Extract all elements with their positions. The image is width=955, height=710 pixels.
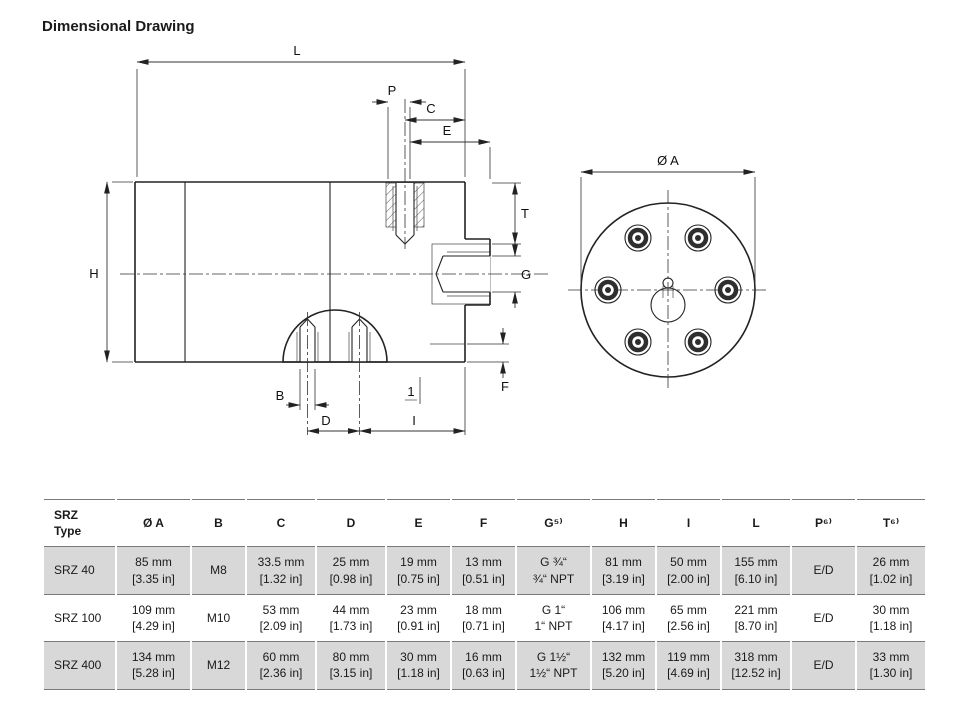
bolt [684,328,712,356]
col-header-p: P⁶⁾ [790,499,857,547]
cell-e: 23 mm [0.91 in] [385,594,452,642]
dim-label-b: B [276,388,285,403]
header-row: SRZ Type Ø A B C D E F G⁵⁾ H I L P⁶⁾ T⁶⁾ [42,499,927,547]
cell-l: 221 mm [8.70 in] [720,594,792,642]
cell-dia-a: 134 mm [5.28 in] [115,641,192,689]
body-outline [134,181,491,363]
cell-g: G ¾“ ¾“ NPT [515,546,592,595]
dim-label-c: C [426,101,435,116]
cell-c: 60 mm [2.36 in] [245,641,317,689]
table-body: SRZ 40 85 mm [3.35 in] M8 33.5 mm [1.32 … [42,546,927,689]
bolt [714,276,742,304]
bolt [624,224,652,252]
cell-t: 30 mm [1.18 in] [855,594,927,642]
bolt [684,224,712,252]
col-header-l: L [720,499,792,547]
table-header: SRZ Type Ø A B C D E F G⁵⁾ H I L P⁶⁾ T⁶⁾ [42,499,927,547]
cell-f: 18 mm [0.71 in] [450,594,517,642]
cell-i: 119 mm [4.69 in] [655,641,722,689]
col-header-c: C [245,499,317,547]
front-view: Ø A [568,153,768,390]
col-header-g: G⁵⁾ [515,499,592,547]
dim-label-t: T [521,206,529,221]
cell-b: M8 [190,546,247,595]
dim-label-l: L [293,43,300,58]
cell-h: 132 mm [5.20 in] [590,641,657,689]
col-header-srz-type: SRZ Type [42,499,117,547]
cell-f: 16 mm [0.63 in] [450,641,517,689]
dia-a-dimension: Ø A [580,153,756,284]
col-header-e: E [385,499,452,547]
dim-label-g: G [521,267,531,282]
cell-type: SRZ 100 [42,594,117,642]
table-row-srz-400: SRZ 400 134 mm [5.28 in] M12 60 mm [2.36… [42,641,927,689]
dim-label-d: D [321,413,330,428]
cell-g: G 1½“ 1½“ NPT [515,641,592,689]
cell-e: 30 mm [1.18 in] [385,641,452,689]
cell-d: 25 mm [0.98 in] [315,546,387,595]
cell-p: E/D [790,546,857,595]
datasheet-page: Dimensional Drawing [0,0,955,690]
table-row-srz-100: SRZ 100 109 mm [4.29 in] M10 53 mm [2.09… [42,594,927,642]
bolt [624,328,652,356]
side-view-dimensions: L P C E H [89,43,531,435]
dim-label-i: I [412,413,416,428]
dim-label-dia-a: Ø A [657,153,679,168]
col-header-t: T⁶⁾ [855,499,927,547]
dimension-table-wrap: SRZ Type Ø A B C D E F G⁵⁾ H I L P⁶⁾ T⁶⁾ [42,499,927,690]
cell-e: 19 mm [0.75 in] [385,546,452,595]
cell-c: 53 mm [2.09 in] [245,594,317,642]
table-row-srz-40: SRZ 40 85 mm [3.35 in] M8 33.5 mm [1.32 … [42,546,927,595]
dimension-table: SRZ Type Ø A B C D E F G⁵⁾ H I L P⁶⁾ T⁶⁾ [42,499,927,690]
cell-d: 44 mm [1.73 in] [315,594,387,642]
cell-type: SRZ 400 [42,641,117,689]
cell-b: M10 [190,594,247,642]
cell-type: SRZ 40 [42,546,117,595]
col-header-h: H [590,499,657,547]
cell-t: 26 mm [1.02 in] [855,546,927,595]
cell-i: 50 mm [2.00 in] [655,546,722,595]
dim-label-e: E [443,123,452,138]
title-block: Dimensional Drawing [0,0,955,35]
cell-l: 155 mm [6.10 in] [720,546,792,595]
col-header-f: F [450,499,517,547]
cell-h: 106 mm [4.17 in] [590,594,657,642]
cell-p: E/D [790,594,857,642]
cell-b: M12 [190,641,247,689]
dimensional-drawing: L P C E H [89,43,768,435]
dim-label-h: H [89,266,98,281]
cell-p: E/D [790,641,857,689]
cell-g: G 1“ 1“ NPT [515,594,592,642]
dim-label-f: F [501,379,509,394]
col-header-dia-a: Ø A [115,499,192,547]
cell-c: 33.5 mm [1.32 in] [245,546,317,595]
dim-label-p: P [388,83,397,98]
cell-dia-a: 85 mm [3.35 in] [115,546,192,595]
cell-t: 33 mm [1.30 in] [855,641,927,689]
bolt [594,276,622,304]
side-view-centerlines [120,99,548,435]
bottom-mounting-boss [282,309,388,363]
side-view: L P C E H [89,43,548,435]
col-header-b: B [190,499,247,547]
cell-d: 80 mm [3.15 in] [315,641,387,689]
col-header-d: D [315,499,387,547]
cell-h: 81 mm [3.19 in] [590,546,657,595]
callout-1-label: 1 [407,384,414,399]
cell-i: 65 mm [2.56 in] [655,594,722,642]
cell-f: 13 mm [0.51 in] [450,546,517,595]
cell-dia-a: 109 mm [4.29 in] [115,594,192,642]
bolt-circle [594,224,742,356]
page-title: Dimensional Drawing [42,18,195,35]
col-header-i: I [655,499,722,547]
center-bore [650,277,686,323]
cell-l: 318 mm [12.52 in] [720,641,792,689]
